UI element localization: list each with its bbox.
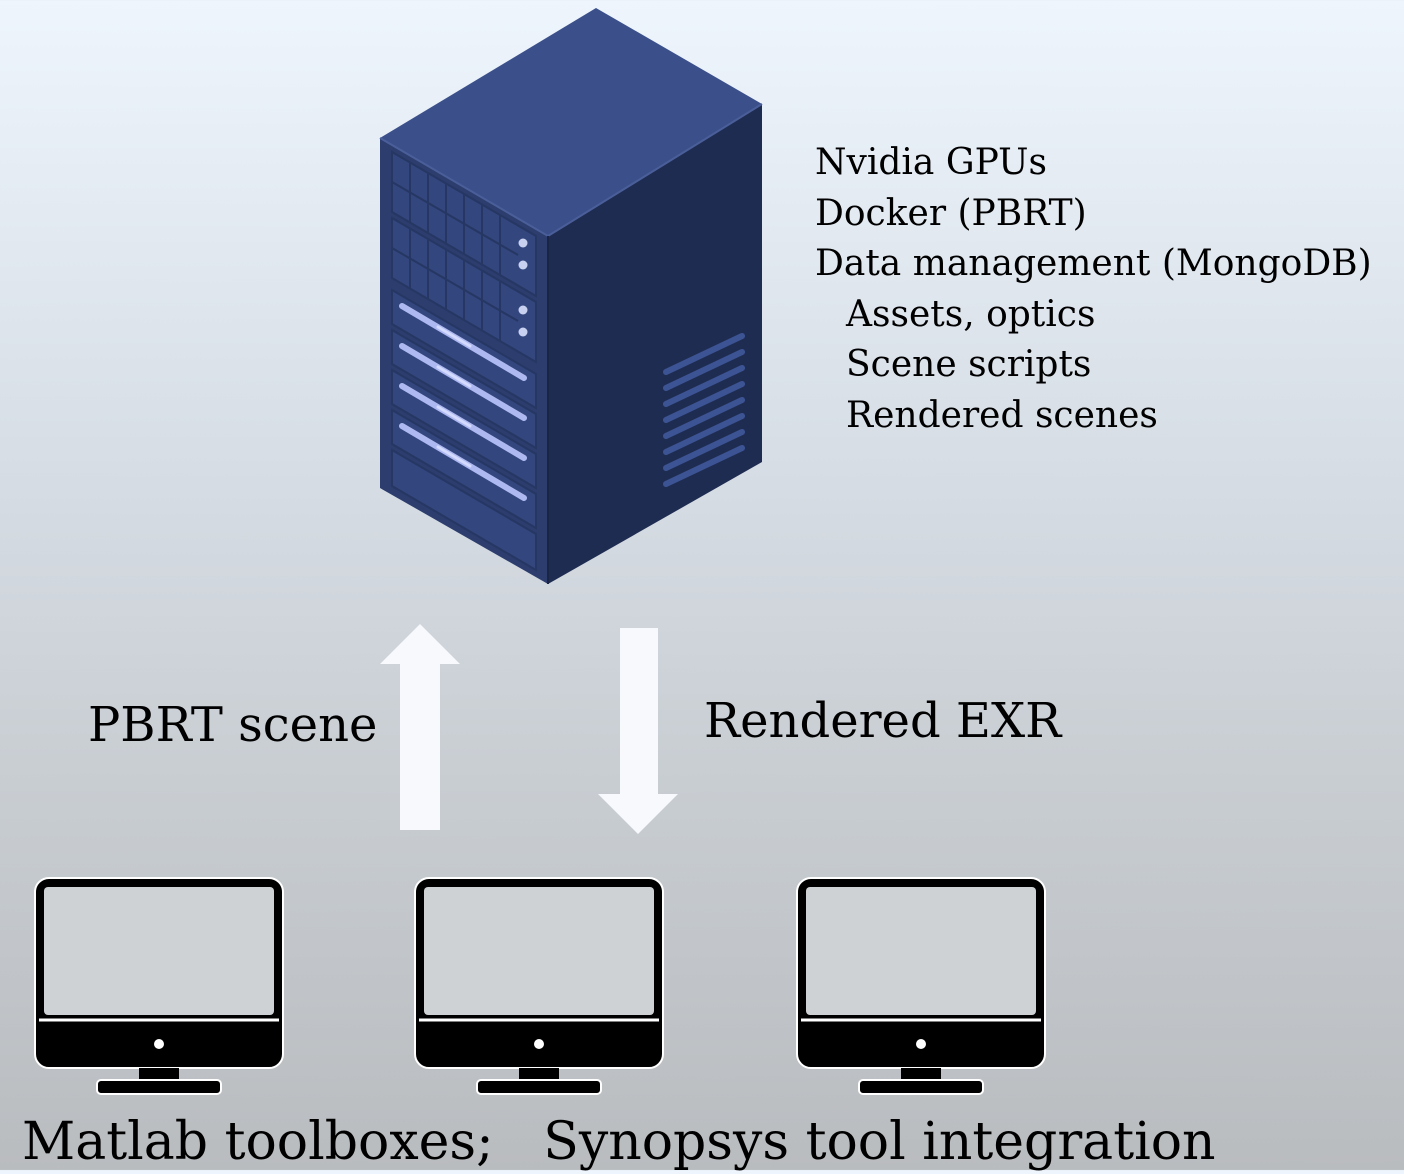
clients-caption: Matlab toolboxes; Synopsys tool integrat…: [22, 1112, 1216, 1172]
server-tower-icon: [379, 8, 763, 584]
client-monitor-icon: [414, 877, 664, 1095]
feature-data-management: Data management (MongoDB): [815, 243, 1372, 284]
feature-assets-optics: Assets, optics: [846, 293, 1096, 335]
client-monitor-icon: [34, 877, 284, 1095]
client-monitor-icon: [796, 877, 1046, 1095]
server-feature-list: Nvidia GPUs Docker (PBRT) Data managemen…: [815, 138, 1372, 441]
upload-label: PBRT scene: [88, 697, 378, 753]
feature-docker: Docker (PBRT): [815, 192, 1087, 234]
feature-rendered-scenes: Rendered scenes: [846, 394, 1158, 436]
download-arrow-icon: [598, 628, 678, 834]
feature-gpus: Nvidia GPUs: [815, 142, 1047, 183]
download-label: Rendered EXR: [704, 693, 1062, 749]
upload-arrow-icon: [380, 624, 460, 830]
feature-scene-scripts: Scene scripts: [846, 344, 1092, 385]
